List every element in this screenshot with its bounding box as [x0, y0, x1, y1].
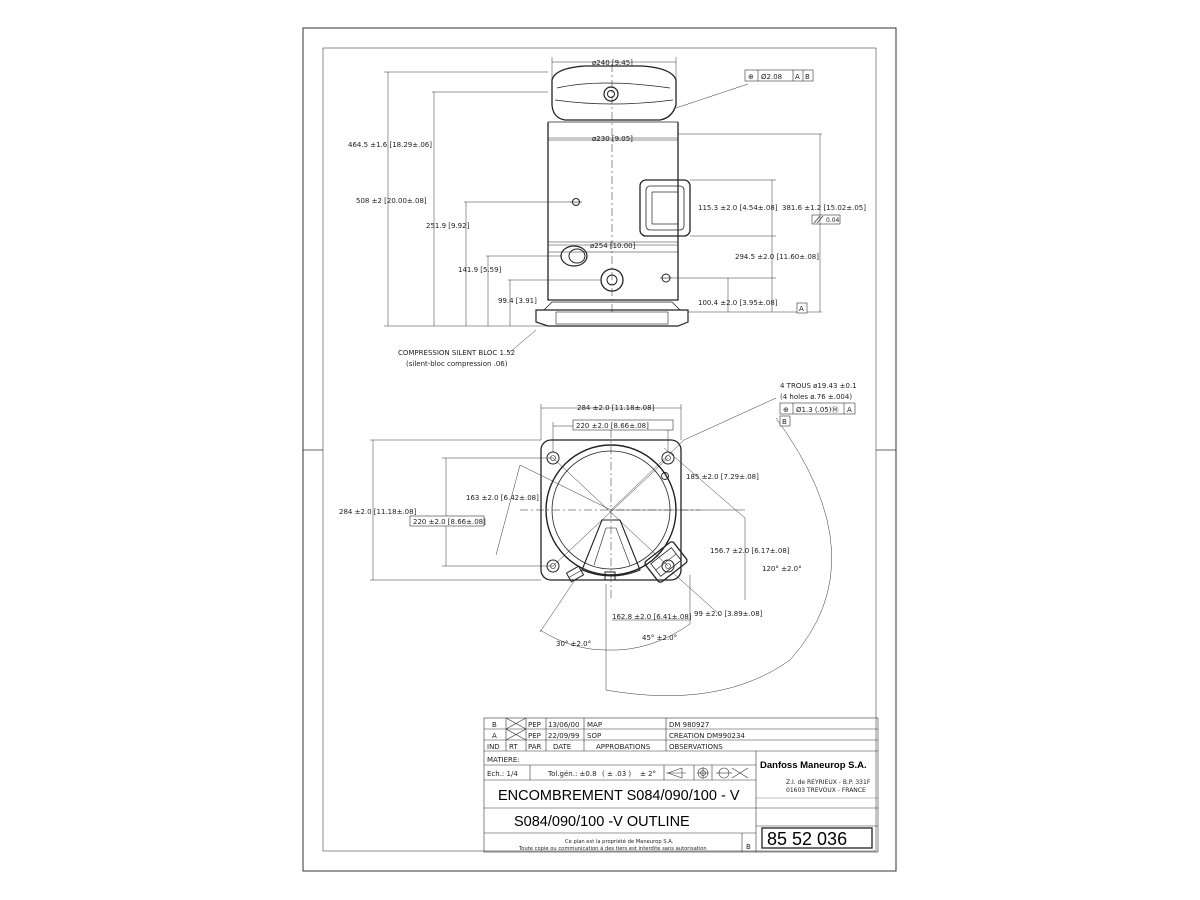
dim-d163: 163 ±2.0 [6.42±.08] — [466, 494, 539, 502]
elevation-dimension-lines — [384, 57, 822, 353]
header-ind: IND — [487, 743, 500, 751]
dim-a120: 120° ±2.0° — [762, 565, 802, 573]
dim-w220: 220 ±2.0 [8.66±.08] — [576, 422, 649, 430]
dim-3816: 381.6 ±1.2 [15.02±.05] — [782, 204, 866, 212]
rev-b-ind: B — [492, 721, 497, 729]
dim-994: 99.4 [3.91] — [498, 297, 537, 305]
position-tolerance-frame-top: ⊕ Ø2.08 A B — [744, 69, 814, 82]
company-name: Danfoss Maneurop S.A. — [760, 760, 867, 771]
header-rt: RT — [509, 743, 518, 751]
holes-callout: 4 TROUS ø19.43 ±0.1 — [780, 382, 857, 390]
tolerance-value-bottom: Ø1.3 (.05)Ⓜ — [796, 406, 838, 414]
plan-dimension-text: 284 ±2.0 [11.18±.08] 220 ±2.0 [8.66±.08]… — [339, 404, 802, 648]
tolerance-symbol-top: ⊕ — [748, 73, 754, 81]
scale-label: Ech.: 1/4 — [487, 770, 518, 778]
projection-symbol — [666, 767, 749, 779]
company-address-2: 01603 TREVOUX - FRANCE — [786, 787, 866, 794]
tolerance-ref1-top: A — [795, 73, 800, 81]
tolerance-angle: ± 2° — [640, 770, 656, 778]
flatness-frame: 0.04 — [811, 214, 841, 225]
dim-h220: 220 ±2.0 [8.66±.08] — [413, 518, 486, 526]
title-french: ENCOMBREMENT S084/090/100 - V — [498, 788, 740, 804]
title-block — [483, 717, 879, 853]
dim-1419: 141.9 [5.59] — [458, 266, 502, 274]
rev-a-par: PEP — [528, 732, 541, 740]
dim-1004: 100.4 ±2.0 [3.95±.08] — [698, 299, 778, 307]
sheet-border — [302, 27, 897, 872]
dim-dia254: ø254 [10.00] — [590, 242, 636, 250]
rev-b-obs: DM 980927 — [669, 721, 709, 729]
rev-b-appro: MAP — [587, 721, 602, 729]
dim-d1567: 156.7 ±2.0 [6.17±.08] — [710, 547, 790, 555]
dim-a45: 45° ±2.0° — [642, 634, 677, 642]
ownership-notice: Ce plan est la propriété de Maneurop S.A… — [565, 838, 674, 845]
tolerance-symbol-bottom: ⊕ — [783, 406, 789, 414]
header-approbations: APPROBATIONS — [596, 743, 651, 751]
title-english: S084/090/100 -V OUTLINE — [514, 814, 690, 830]
matiere-label: MATIERE: — [487, 756, 520, 764]
plan-dimension-lines — [370, 397, 832, 696]
datum-b: B — [782, 418, 787, 426]
elevation-view — [535, 64, 691, 327]
rev-a-ind: A — [492, 732, 497, 740]
holes-callout-en: (4 holes ø.76 ±.004) — [780, 393, 852, 401]
copy-notice: Toute copie ou communication à des tiers… — [518, 845, 707, 852]
header-par: PAR — [528, 743, 542, 751]
dim-508: 508 ±2 [20.00±.08] — [356, 197, 427, 205]
header-observations: OBSERVATIONS — [669, 743, 723, 751]
dim-w284: 284 ±2.0 [11.18±.08] — [577, 404, 655, 412]
dim-dia230: ø230 [9.05] — [592, 135, 633, 143]
tolerance-ref2-top: B — [805, 73, 810, 81]
rev-b-par: PEP — [528, 721, 541, 729]
tolerance-ref-bottom: A — [847, 406, 852, 414]
dim-d99: 99 ±2.0 [3.89±.08] — [694, 610, 763, 618]
rev-b-date: 13/06/00 — [548, 721, 579, 729]
dim-464: 464.5 ±1.6 [18.29±.06] — [348, 141, 432, 149]
tolerance-value-top: Ø2.08 — [761, 73, 782, 81]
elevation-dimension-text: ø240 [9.45] ø230 [9.05] ø254 [10.00] 464… — [348, 59, 866, 307]
position-tolerance-frame-bottom: ⊕ Ø1.3 (.05)Ⓜ A — [779, 402, 856, 415]
tolerance-inch: ( ± .03 ) — [602, 770, 631, 778]
drawing-frame — [322, 47, 877, 852]
rev-a-date: 22/09/99 — [548, 732, 579, 740]
drawing-number: 85 52 036 — [767, 829, 847, 849]
datum-a: A — [799, 305, 804, 313]
dim-dia240: ø240 [9.45] — [592, 59, 633, 67]
dim-1153: 115.3 ±2.0 [4.54±.08] — [698, 204, 778, 212]
dim-a30: 30° ±2.0° — [556, 640, 591, 648]
rev-a-appro: SOP — [587, 732, 601, 740]
dim-2945: 294.5 ±2.0 [11.60±.08] — [735, 253, 819, 261]
header-date: DATE — [553, 743, 571, 751]
rev-a-obs: CREATION DM990234 — [669, 732, 745, 740]
silent-bloc-label: COMPRESSION SILENT BLOC 1.52 — [398, 349, 515, 357]
dim-2519: 251.9 [9.92] — [426, 222, 470, 230]
flatness-value: 0.04 — [826, 217, 840, 224]
revision-letter: B — [746, 843, 751, 851]
dim-d1628: 162.8 ±2.0 [6.41±.08] — [612, 613, 692, 621]
tolerance-general: Tol.gén.: ±0.8 — [547, 770, 597, 778]
company-address-1: Z.I. de REYRIEUX - B.P. 331F — [786, 779, 871, 786]
dim-h284: 284 ±2.0 [11.18±.08] — [339, 508, 417, 516]
silent-bloc-label-en: (silent-bloc compression .06) — [406, 360, 508, 368]
dim-d185: 185 ±2.0 [7.29±.08] — [686, 473, 759, 481]
